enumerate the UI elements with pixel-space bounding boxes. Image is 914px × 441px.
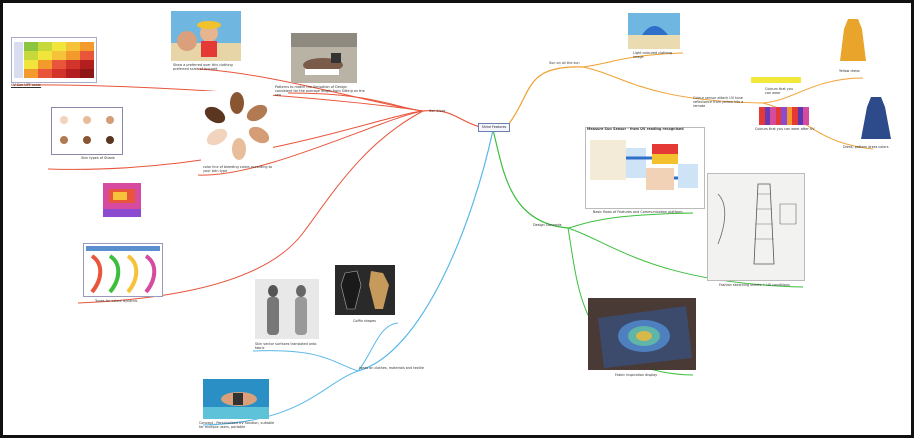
fabric-inspiration-photo <box>588 298 696 370</box>
stripe-swatch <box>759 107 809 125</box>
orange-branch-light <box>582 52 684 68</box>
label-sketch-sheet: Fashion sketching sheets + UV conditions <box>719 283 790 287</box>
fashion-sketch-sheet <box>707 173 805 281</box>
blue-branch-main <box>357 129 494 372</box>
label-coffin: Coffin shapes <box>353 319 376 323</box>
red-branch-beach <box>287 92 424 112</box>
skin-vector-photo <box>255 279 319 339</box>
label-yellow-swatch: Colours that you can wear <box>765 87 794 95</box>
yellow-dress-image <box>838 17 868 63</box>
label-measure-sensor: Measure Sun Sensor - from UV reading rec… <box>587 127 684 131</box>
orange-branch-sensor <box>582 66 764 104</box>
child-sun-photo <box>171 11 241 61</box>
orange-branch-yellow <box>762 77 864 104</box>
red-branch-kid <box>197 68 424 112</box>
branch-label-sun-block[interactable]: Sun block <box>429 109 446 113</box>
label-uv-scale: UV Sun UPF scale <box>11 83 41 88</box>
tone-profiles-chart-image <box>83 243 163 297</box>
label-skin-vector: Skin vector surfaces translated onto fab… <box>255 342 317 350</box>
features-flow-diagram <box>585 127 705 209</box>
branch-label-sun[interactable]: Sun on all the sun <box>549 61 580 65</box>
orange-branch-main <box>507 66 584 126</box>
label-blue-dress: Dress, pattern dress colors <box>843 145 889 149</box>
label-tones: Tones for colour dynamic <box>95 299 138 303</box>
beach-sunbather-photo <box>291 33 357 83</box>
blue-dress-image <box>859 95 893 141</box>
label-child-photo: Show a preferred over this clothing pref… <box>173 63 233 71</box>
label-hands: color line of bleeding colors according … <box>203 165 272 173</box>
green-branch-main <box>492 129 569 229</box>
label-light-clothing: Light coloured clothing image <box>633 51 672 59</box>
label-yellow-dress: Yellow dress <box>839 69 860 73</box>
uv-scale-table <box>12 38 96 82</box>
red-branch-hands <box>197 110 424 176</box>
blue-branch-skin-vector <box>252 350 359 372</box>
red-branch-tones <box>77 110 424 304</box>
red-branch-skin <box>47 110 424 170</box>
label-skin-types: Skin types of Shade <box>81 156 115 160</box>
red-branch-main <box>422 109 481 128</box>
label-fabric-inspiration: Fabric inspiration display <box>615 373 658 377</box>
uv-scale-table-image <box>11 37 97 83</box>
wrist-device-photo <box>203 379 269 419</box>
label-concept: Concept - Personalised UV Solution, suit… <box>199 421 275 429</box>
hands-skin-tones-image <box>201 91 273 161</box>
label-colour-sensor: Colour sensor attach UV tone reflectance… <box>693 96 744 108</box>
blue-branch-concept <box>202 370 359 426</box>
label-stripe-swatch: Colours that you can wear after UV <box>755 127 815 131</box>
heatmap-chart-image <box>103 183 141 217</box>
label-beach-photo: Patterns to match the Sensation of Desig… <box>275 85 365 97</box>
beach-umbrella-photo <box>628 13 680 49</box>
coffin-shapes-image <box>335 265 395 315</box>
blue-branch-coffin <box>357 322 399 372</box>
green-branch-flows <box>567 212 694 229</box>
branch-label-design[interactable]: Design Concepts <box>533 223 562 227</box>
green-branch-sketch <box>567 227 804 288</box>
label-basic-flows: Basic flows of Features and Communicatio… <box>593 210 683 214</box>
yellow-swatch-bar <box>751 77 801 83</box>
center-node[interactable]: Shine Features <box>478 123 510 132</box>
skin-types-grid <box>51 107 123 155</box>
branch-label-ideas[interactable]: Ideas on clothes, materials and textile <box>359 366 424 370</box>
